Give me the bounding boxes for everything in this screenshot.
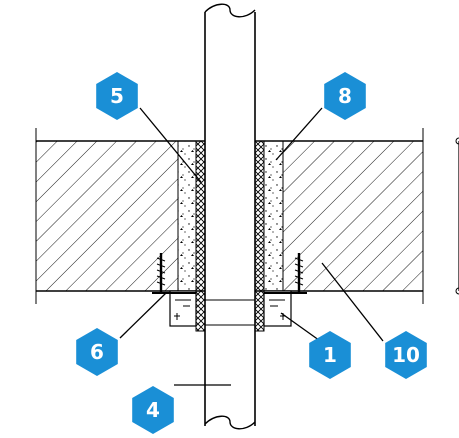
callout-hexagon [96, 72, 138, 120]
callout-hexagon [324, 72, 366, 120]
callout-hexagon [385, 331, 427, 379]
callout-label: 5 [110, 84, 124, 108]
callout-5: 5 [96, 72, 138, 120]
collar [152, 290, 307, 327]
callout-label: 6 [90, 340, 104, 364]
callout-label: 8 [338, 84, 352, 108]
anchor-screw [156, 253, 304, 293]
leader-line-8 [275, 107, 323, 161]
callout-hexagon [132, 386, 174, 434]
anchor-screw-left [156, 253, 166, 293]
intumescent-wrap-right [254, 140, 265, 332]
leader-line-6 [119, 292, 167, 339]
callout-4: 4 [132, 386, 174, 434]
collar-right [263, 290, 307, 327]
leader-line-1 [280, 312, 324, 344]
intumescent-wrap-left [195, 140, 206, 332]
pipe [204, 3, 256, 430]
callout-label: 1 [323, 343, 337, 367]
leader-lines [119, 107, 384, 386]
leader-line-5 [139, 107, 202, 183]
callout-label: 10 [392, 343, 420, 367]
grout-fill [177, 140, 284, 292]
leader-line-10 [321, 262, 384, 342]
callout-10: 10 [385, 331, 427, 379]
callouts: 5 8 6 1 10 4 [76, 72, 427, 434]
callout-6: 6 [76, 328, 118, 376]
callout-1: 1 [309, 331, 351, 379]
anchor-screw-right [294, 253, 304, 293]
callout-hexagon [76, 328, 118, 376]
collar-left [152, 290, 197, 327]
dimension-line [455, 137, 459, 295]
callout-label: 4 [146, 398, 160, 422]
grout-fill-left [177, 140, 197, 292]
callout-8: 8 [324, 72, 366, 120]
callout-hexagon [309, 331, 351, 379]
slab [35, 128, 424, 304]
grout-fill-right [263, 140, 284, 292]
